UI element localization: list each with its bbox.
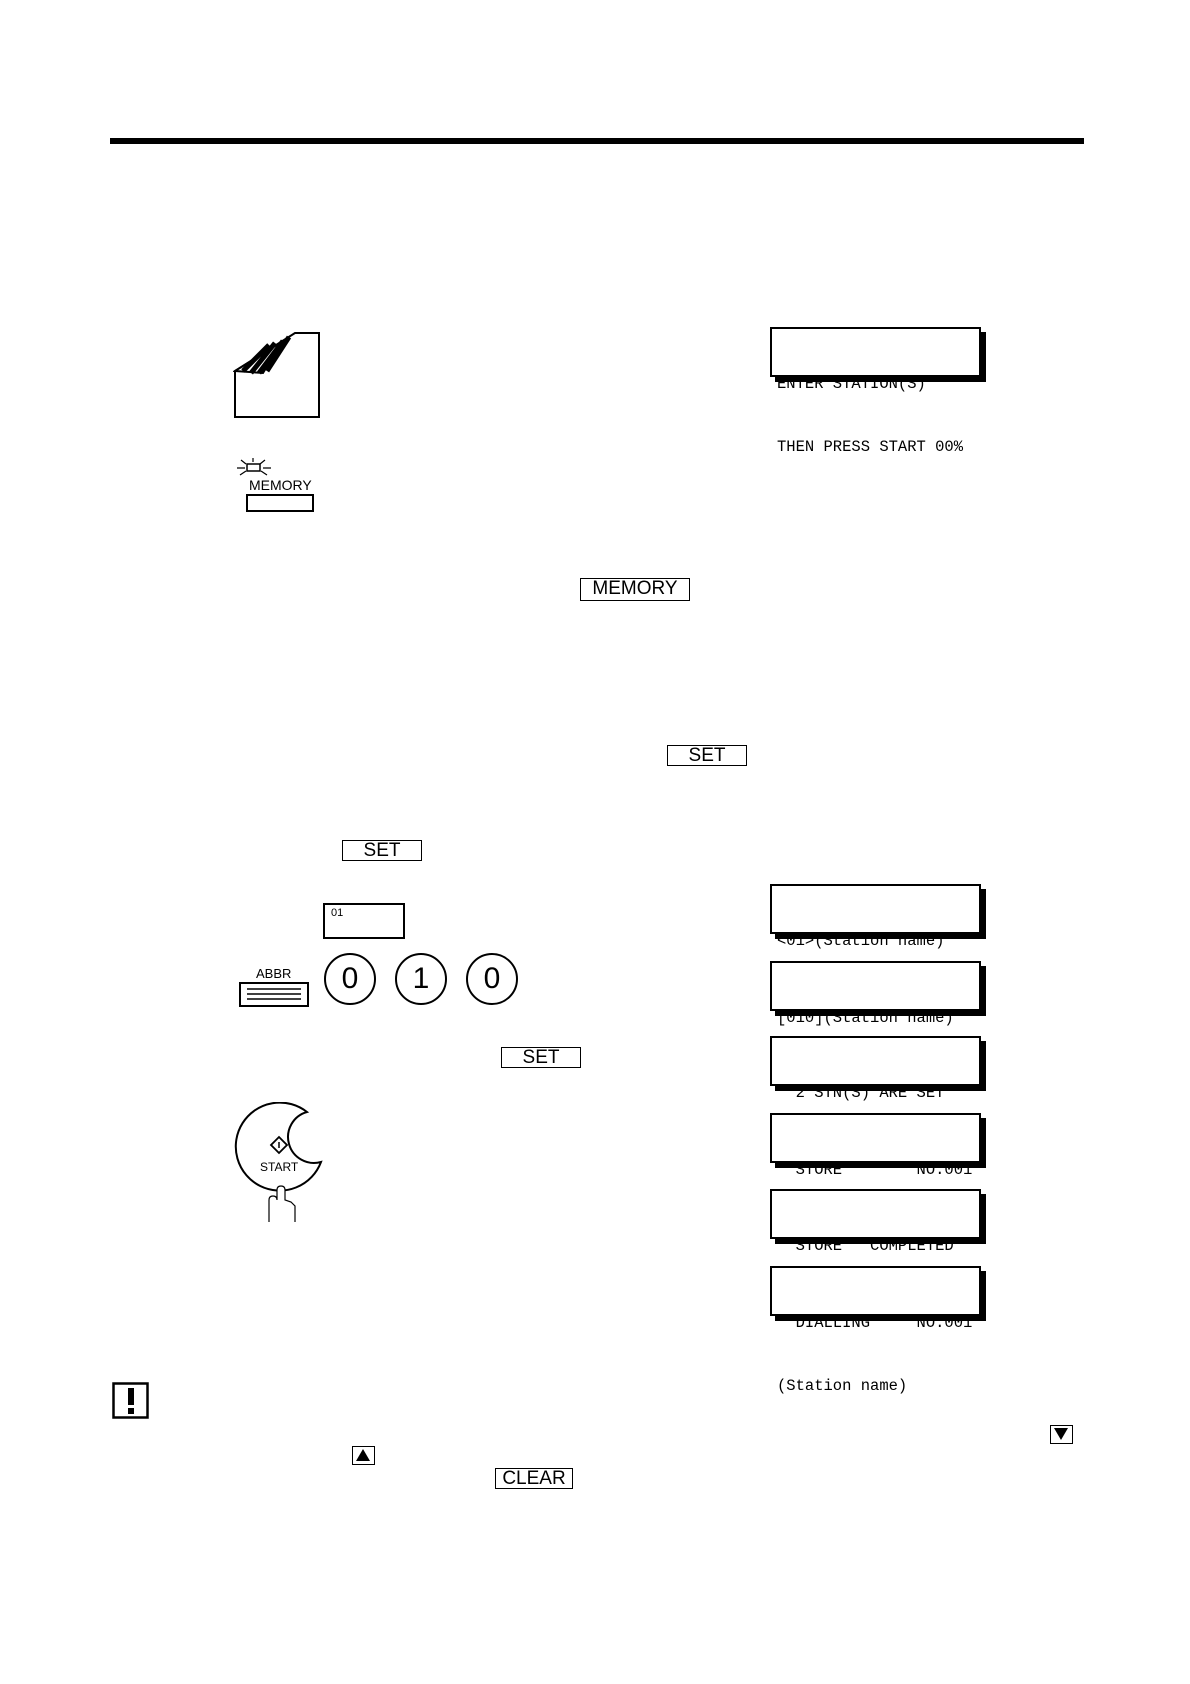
lcd-line: <01>(Station name) bbox=[777, 932, 945, 950]
lcd-line: ENTER STATION(S) bbox=[777, 375, 926, 393]
lcd-display: * STORE * COMPLETED TOTAL PAGE=005 25% bbox=[770, 1189, 981, 1318]
abbr-key[interactable]: ABBR bbox=[239, 966, 311, 1008]
one-touch-number: 01 bbox=[331, 907, 344, 919]
start-label: START bbox=[260, 1160, 299, 1174]
one-touch-key[interactable]: 01 bbox=[323, 903, 405, 939]
lcd-display: ENTER STATION(S) THEN PRESS START 00% bbox=[770, 327, 981, 456]
lcd-display: 2 STN(S) ARE SET ADD MORE OR START bbox=[770, 1036, 981, 1165]
note-icon bbox=[112, 1382, 149, 1419]
lcd-line: * DIALLING * NO.001 bbox=[777, 1314, 973, 1332]
lcd-line: * STORE * NO.001 bbox=[777, 1161, 973, 1179]
clear-key-ref: CLEAR bbox=[495, 1468, 573, 1489]
lamp-icon bbox=[237, 458, 271, 476]
lcd-line: * STORE * COMPLETED bbox=[777, 1237, 954, 1255]
lcd-display: * STORE * NO.001 PAGES=001 01% bbox=[770, 1113, 981, 1242]
lcd-line: THEN PRESS START 00% bbox=[777, 438, 964, 456]
set-key-ref: SET bbox=[501, 1047, 581, 1068]
up-arrow-key bbox=[352, 1446, 375, 1465]
lcd-display: <01>(Station name) 5551234 bbox=[770, 884, 981, 1013]
lcd-line: (Station name) bbox=[777, 1377, 908, 1395]
down-arrow-icon bbox=[1054, 1428, 1068, 1440]
down-arrow-key bbox=[1050, 1425, 1073, 1444]
lcd-line: 2 STN(S) ARE SET bbox=[777, 1084, 945, 1102]
lcd-display: * DIALLING * NO.001 (Station name) bbox=[770, 1266, 981, 1395]
memory-key-label: MEMORY bbox=[249, 477, 312, 493]
up-arrow-icon bbox=[356, 1449, 370, 1461]
set-key-ref: SET bbox=[667, 745, 747, 766]
abbr-label: ABBR bbox=[256, 966, 292, 981]
start-button-icon bbox=[234, 1102, 323, 1222]
memory-button[interactable] bbox=[246, 494, 314, 512]
memory-key-graphic[interactable]: MEMORY bbox=[236, 458, 316, 514]
digit-key[interactable]: 0 bbox=[466, 953, 518, 1005]
abbr-button-icon bbox=[239, 982, 309, 1007]
lcd-display: [010](Station name) 5553456 bbox=[770, 961, 981, 1090]
document-icon bbox=[233, 332, 320, 418]
set-key-ref: SET bbox=[342, 840, 422, 861]
digit-key[interactable]: 1 bbox=[395, 953, 447, 1005]
lcd-line: [010](Station name) bbox=[777, 1009, 954, 1027]
header-rule bbox=[110, 138, 1084, 144]
digit-key[interactable]: 0 bbox=[324, 953, 376, 1005]
memory-key-ref: MEMORY bbox=[580, 578, 690, 601]
start-key[interactable]: START bbox=[233, 1102, 325, 1222]
